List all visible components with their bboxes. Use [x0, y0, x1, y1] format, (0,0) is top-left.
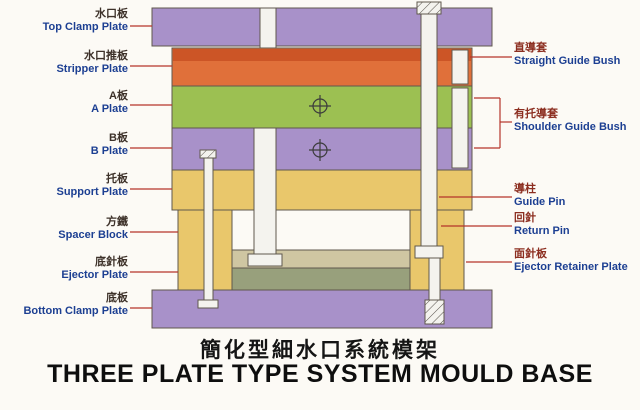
straight-guide-bush-part — [451, 49, 469, 85]
ejector-plate — [231, 267, 411, 291]
label-a-plate: A板 A Plate — [0, 90, 131, 116]
label-en: Stripper Plate — [56, 63, 128, 75]
label-zh: 導柱 — [514, 183, 536, 195]
center-pillar-foot — [247, 253, 283, 267]
label-zh: 有托導套 — [514, 108, 558, 120]
center-pillar — [253, 127, 277, 257]
label-shoulder-guide-bush: 有托導套 Shoulder Guide Bush — [514, 108, 640, 134]
label-b-plate: B板 B Plate — [0, 132, 131, 158]
label-en: Bottom Clamp Plate — [23, 305, 128, 317]
label-en: Return Pin — [514, 225, 570, 237]
label-zh: 回針 — [514, 212, 536, 224]
label-zh: 托板 — [106, 173, 128, 185]
label-zh: 底板 — [106, 292, 128, 304]
page-title-chinese: 簡化型細水口系統模架 — [200, 339, 440, 362]
label-en: Guide Pin — [514, 196, 566, 208]
label-support-plate: 托板 Support Plate — [0, 173, 131, 199]
guide-pin-cap — [416, 1, 442, 15]
label-zh: 方鐵 — [106, 216, 128, 228]
ejector-pin-head — [199, 149, 217, 159]
label-en: Support Plate — [56, 186, 128, 198]
label-en: Shoulder Guide Bush — [514, 121, 627, 133]
return-pin-base — [424, 299, 445, 325]
label-zh: 水口板 — [95, 8, 128, 20]
label-zh: B板 — [109, 132, 128, 144]
guide-pin-part — [420, 11, 438, 249]
ejector-pin-foot — [197, 299, 219, 309]
return-pin-head — [414, 245, 444, 259]
sprue-channel — [259, 7, 277, 49]
label-stripper-plate: 水口推板 Stripper Plate — [0, 50, 131, 76]
label-straight-guide-bush: 直導套 Straight Guide Bush — [514, 42, 640, 68]
center-mark-icon — [309, 95, 331, 161]
label-zh: 底針板 — [95, 256, 128, 268]
label-en: Top Clamp Plate — [42, 21, 128, 33]
label-en: Ejector Retainer Plate — [514, 261, 628, 273]
stripper-plate-shading — [173, 49, 471, 61]
label-en: Straight Guide Bush — [514, 55, 621, 67]
ejector-pin — [203, 157, 214, 303]
label-en: A Plate — [91, 103, 128, 115]
label-return-pin: 回針 Return Pin — [514, 212, 640, 238]
page-title-english: THREE PLATE TYPE SYSTEM MOULD BASE — [47, 360, 593, 388]
label-spacer-block: 方鐵 Spacer Block — [0, 216, 131, 242]
label-zh: A板 — [109, 90, 128, 102]
label-ejector-plate: 底針板 Ejector Plate — [0, 256, 131, 282]
label-zh: 面針板 — [514, 248, 547, 260]
label-top-clamp-plate: 水口板 Top Clamp Plate — [0, 8, 131, 34]
label-en: Ejector Plate — [61, 269, 128, 281]
return-pin-part — [428, 257, 441, 303]
leader-lines — [130, 25, 512, 309]
shoulder-guide-bush-part — [451, 87, 469, 169]
label-ejector-retainer-plate: 面針板 Ejector Retainer Plate — [514, 248, 640, 274]
label-en: Spacer Block — [58, 229, 128, 241]
mould-cross-section — [130, 1, 512, 329]
label-zh: 直導套 — [514, 42, 547, 54]
label-guide-pin: 導柱 Guide Pin — [514, 183, 640, 209]
label-en: B Plate — [90, 145, 128, 157]
label-zh: 水口推板 — [84, 50, 128, 62]
label-bottom-clamp-plate: 底板 Bottom Clamp Plate — [0, 292, 131, 318]
